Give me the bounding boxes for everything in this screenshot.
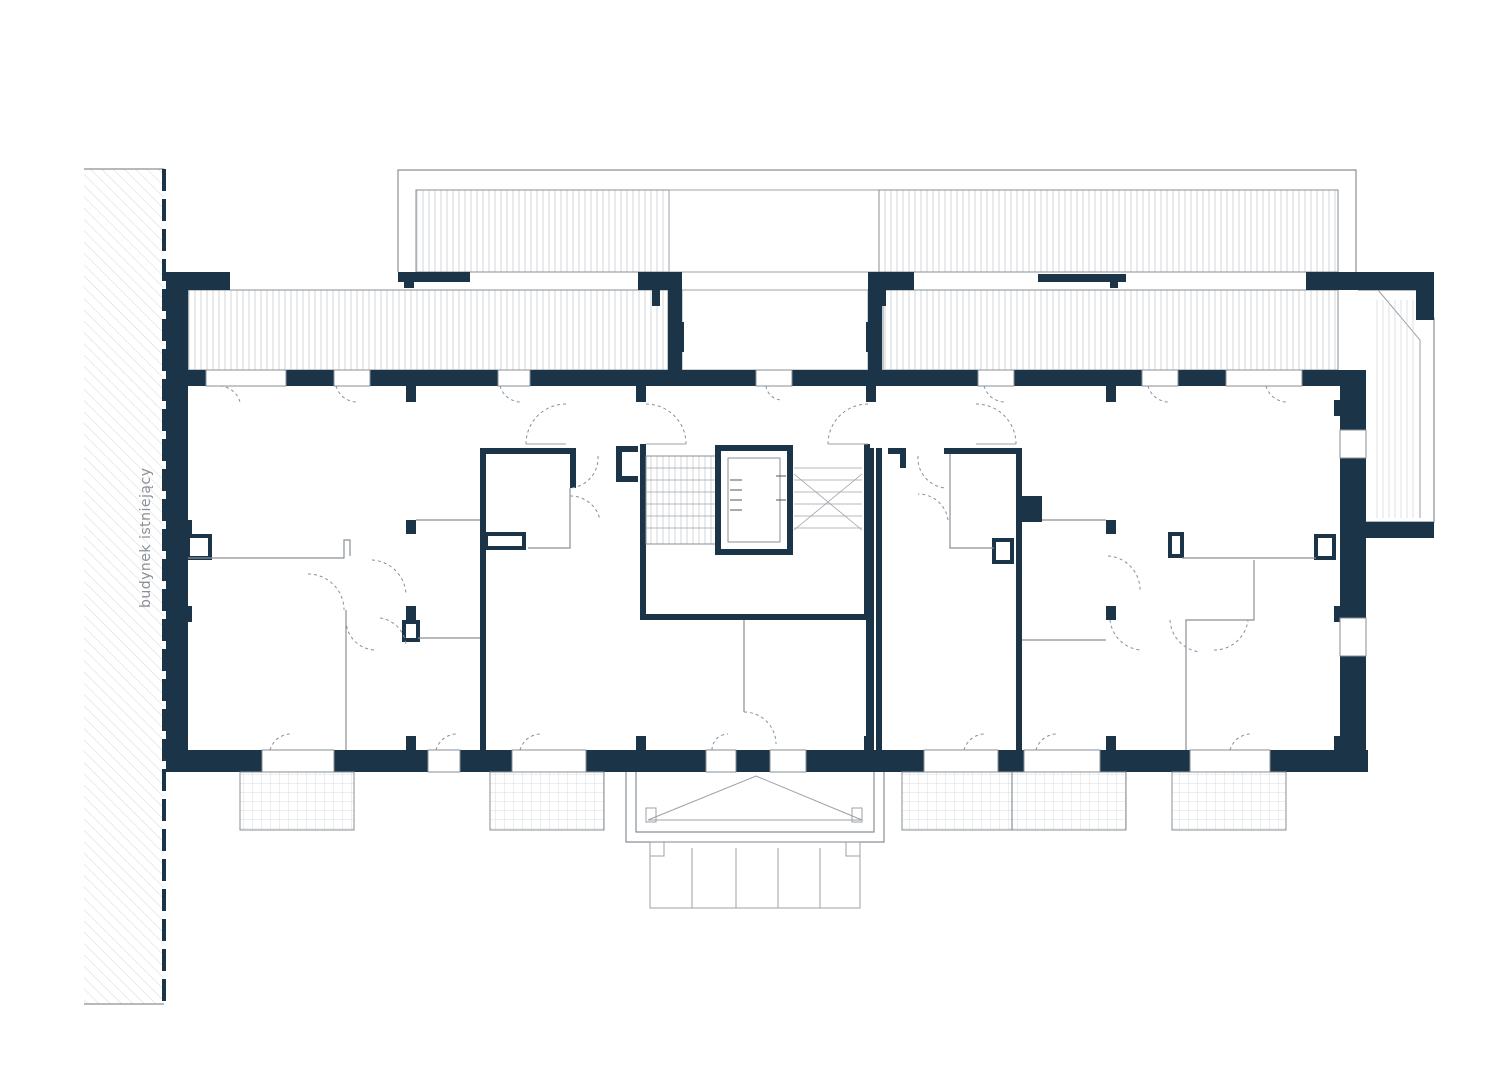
front-balconies <box>187 289 1339 371</box>
partitions <box>188 454 1316 750</box>
entrance <box>625 772 885 909</box>
staircase <box>645 445 863 555</box>
side-balcony <box>1358 289 1435 523</box>
windows <box>205 369 1367 773</box>
columns <box>186 532 1336 642</box>
interior-walls <box>480 444 1042 752</box>
existing-building-label: budynek istniejący <box>138 468 154 608</box>
exterior-walls <box>166 272 1434 772</box>
back-balconies <box>239 771 1287 831</box>
existing-building: budynek istniejący <box>84 168 166 1005</box>
roof-terrace <box>397 169 1357 273</box>
door-swings <box>219 385 1287 751</box>
